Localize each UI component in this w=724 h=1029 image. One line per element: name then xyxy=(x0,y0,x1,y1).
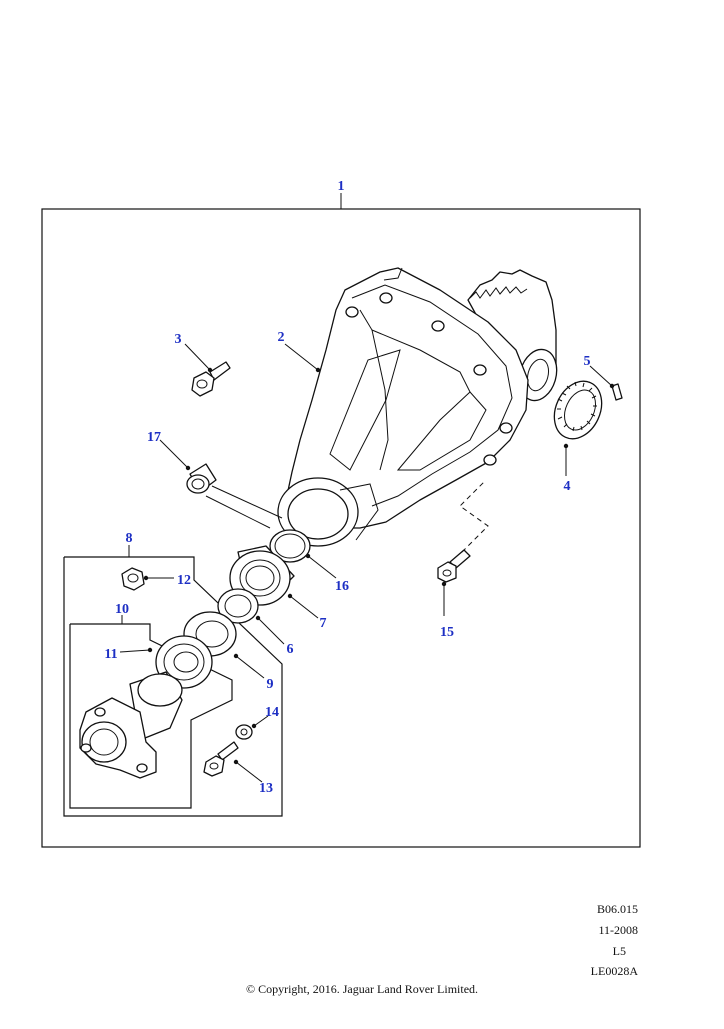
ref-code: B06.015 xyxy=(596,902,638,916)
o-ring-16-icon xyxy=(269,529,311,563)
copyright-notice: © Copyright, 2016. Jaguar Land Rover Lim… xyxy=(245,982,479,996)
bolt-13-icon xyxy=(203,741,239,777)
callout-15: 15 xyxy=(440,625,454,640)
callout-9: 9 xyxy=(267,677,274,692)
callout-12: 12 xyxy=(177,573,191,588)
deflector-11-icon xyxy=(155,635,213,689)
assembly-frame xyxy=(41,193,641,848)
subassembly-box-10 xyxy=(69,615,233,809)
callout-1: 1 xyxy=(338,179,345,194)
callout-14: 14 xyxy=(265,705,279,720)
callout-2: 2 xyxy=(278,330,285,345)
bush-17-icon xyxy=(186,463,217,494)
callout-16: 16 xyxy=(335,579,349,594)
callout-4: 4 xyxy=(564,479,571,494)
nut-12-icon xyxy=(121,567,145,591)
diagram-id: LE0028A xyxy=(590,964,638,978)
leader-lines xyxy=(119,343,615,783)
washer-14-icon xyxy=(235,724,253,740)
callout-8: 8 xyxy=(126,531,133,546)
callout-10: 10 xyxy=(115,602,129,617)
callout-17: 17 xyxy=(147,430,161,445)
callout-6: 6 xyxy=(287,642,294,657)
date-code: 11-2008 xyxy=(598,923,638,937)
callout-11: 11 xyxy=(104,647,117,662)
spacer-6-icon xyxy=(217,588,259,624)
differential-carrier-housing xyxy=(277,267,558,547)
callout-13: 13 xyxy=(259,781,273,796)
bolt-3-icon xyxy=(191,361,231,397)
level-code: L5 xyxy=(612,944,626,958)
subassembly-box-8 xyxy=(63,545,283,817)
callout-7: 7 xyxy=(320,616,327,631)
pin-5-icon xyxy=(611,383,623,401)
callout-3: 3 xyxy=(175,332,182,347)
bolt-15-icon xyxy=(437,549,471,583)
adjuster-ring-4-icon xyxy=(553,380,603,440)
pinion-flange-icon xyxy=(79,671,183,779)
callout-5: 5 xyxy=(584,354,591,369)
